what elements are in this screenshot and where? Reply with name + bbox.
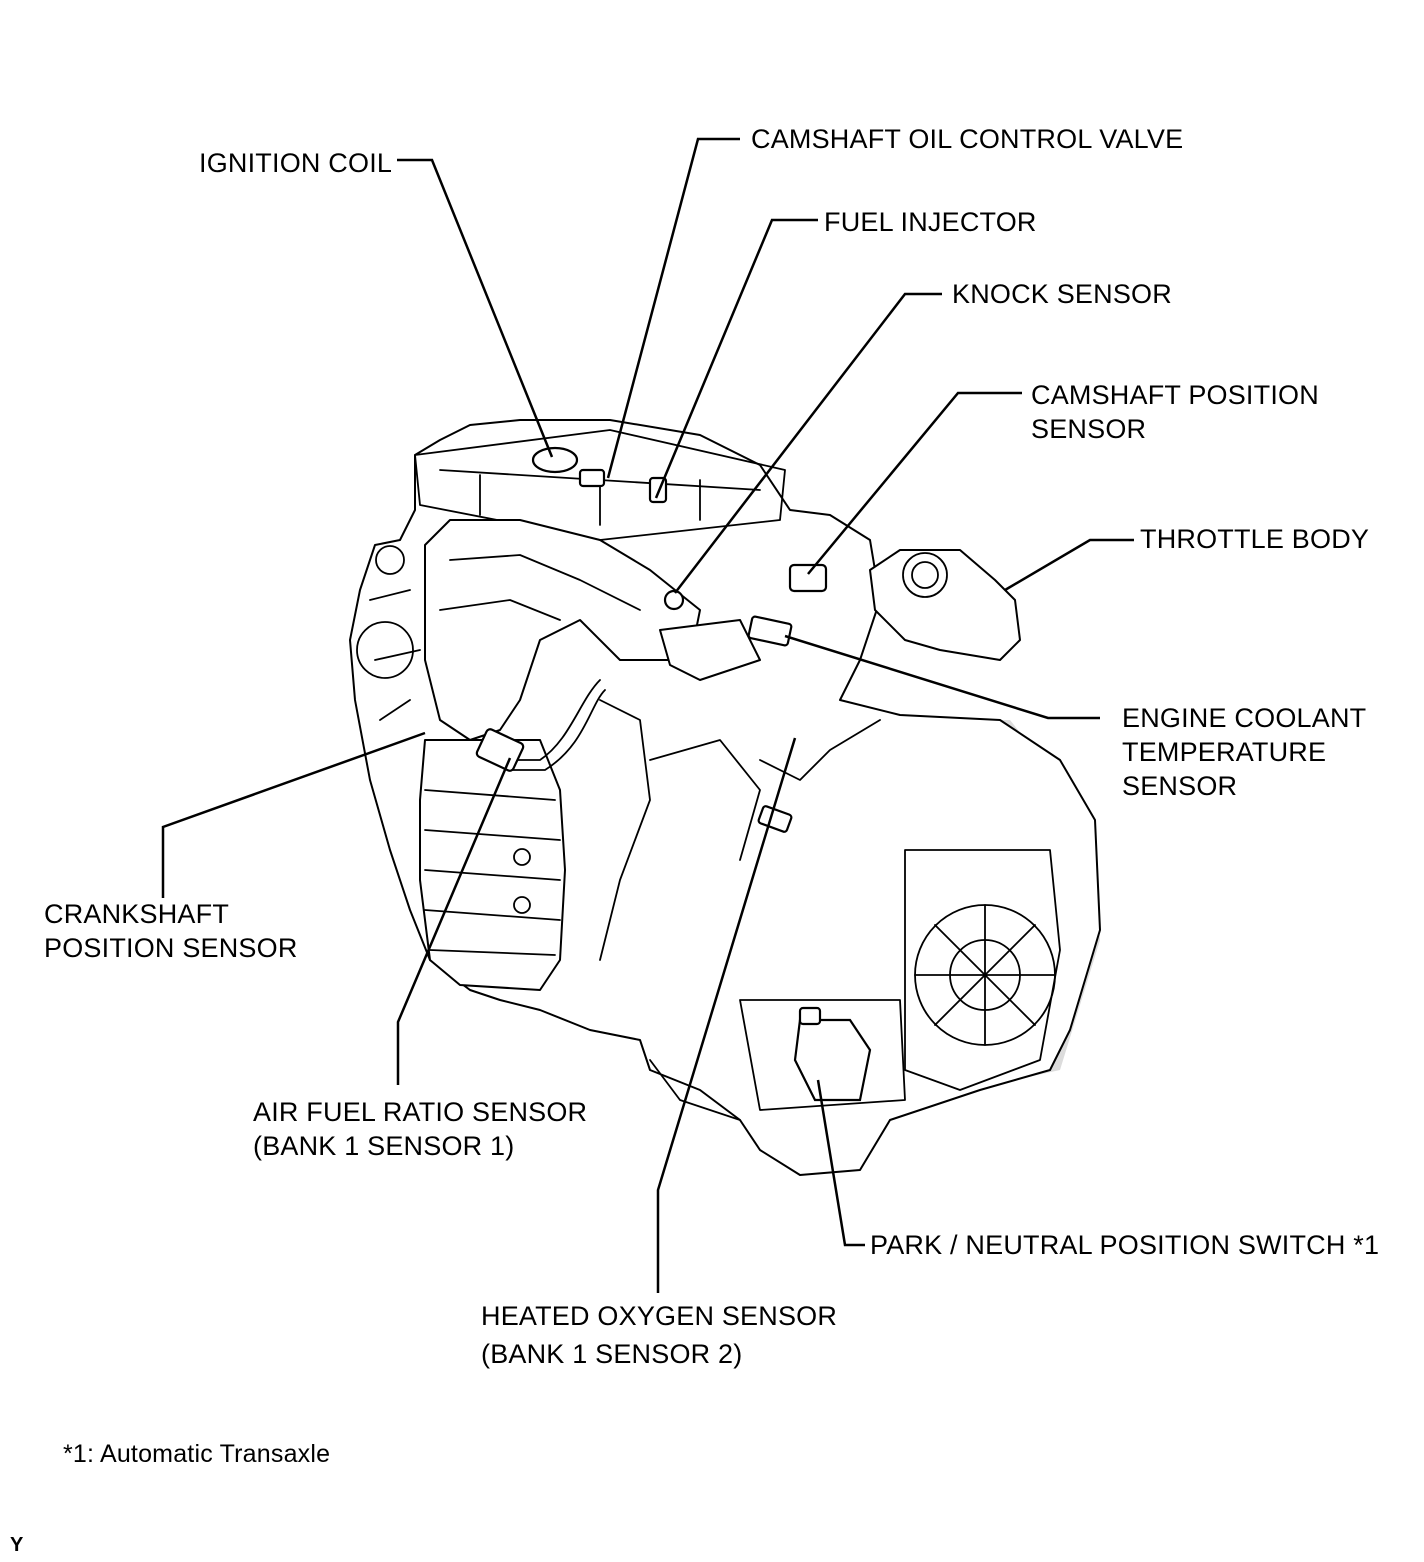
label-throttle-body: THROTTLE BODY <box>1140 524 1370 554</box>
label-fuel-injector: FUEL INJECTOR <box>824 207 1037 237</box>
label-camshaft-position-sensor: CAMSHAFT POSITION SENSOR <box>1031 380 1319 444</box>
label-camshaft-oil-control-valve: CAMSHAFT OIL CONTROL VALVE <box>751 124 1184 154</box>
engine-illustration <box>349 419 1101 1176</box>
label-air-fuel-ratio-sensor: AIR FUEL RATIO SENSOR (BANK 1 SENSOR 1) <box>253 1097 588 1161</box>
leader-engine-coolant-temperature-sensor <box>784 634 1100 720</box>
leader-park-neutral-position-switch <box>816 1079 865 1247</box>
leader-heated-oxygen-sensor <box>656 737 797 1293</box>
label-heated-oxygen-sensor: HEATED OXYGEN SENSOR (BANK 1 SENSOR 2) <box>481 1301 838 1369</box>
leader-knock-sensor <box>674 292 942 594</box>
footnote: *1: Automatic Transaxle <box>63 1440 331 1468</box>
corner-mark: Y <box>10 1534 24 1556</box>
leader-camshaft-position-sensor <box>807 391 1022 575</box>
leader-throttle-body <box>1004 538 1134 592</box>
label-crankshaft-position-sensor: CRANKSHAFT POSITION SENSOR <box>44 899 298 963</box>
leader-lines <box>161 137 1134 1293</box>
label-park-neutral-position-switch: PARK / NEUTRAL POSITION SWITCH *1 <box>870 1230 1380 1260</box>
leader-fuel-injector <box>654 218 818 499</box>
leader-ignition-coil <box>397 158 554 458</box>
label-knock-sensor: KNOCK SENSOR <box>952 279 1172 309</box>
leader-crankshaft-position-sensor <box>161 731 426 898</box>
leader-camshaft-oil-control-valve <box>606 137 740 479</box>
label-ignition-coil: IGNITION COIL <box>199 148 393 178</box>
label-engine-coolant-temperature-sensor: ENGINE COOLANT TEMPERATURE SENSOR <box>1122 703 1367 801</box>
leader-air-fuel-ratio-sensor <box>396 757 512 1085</box>
